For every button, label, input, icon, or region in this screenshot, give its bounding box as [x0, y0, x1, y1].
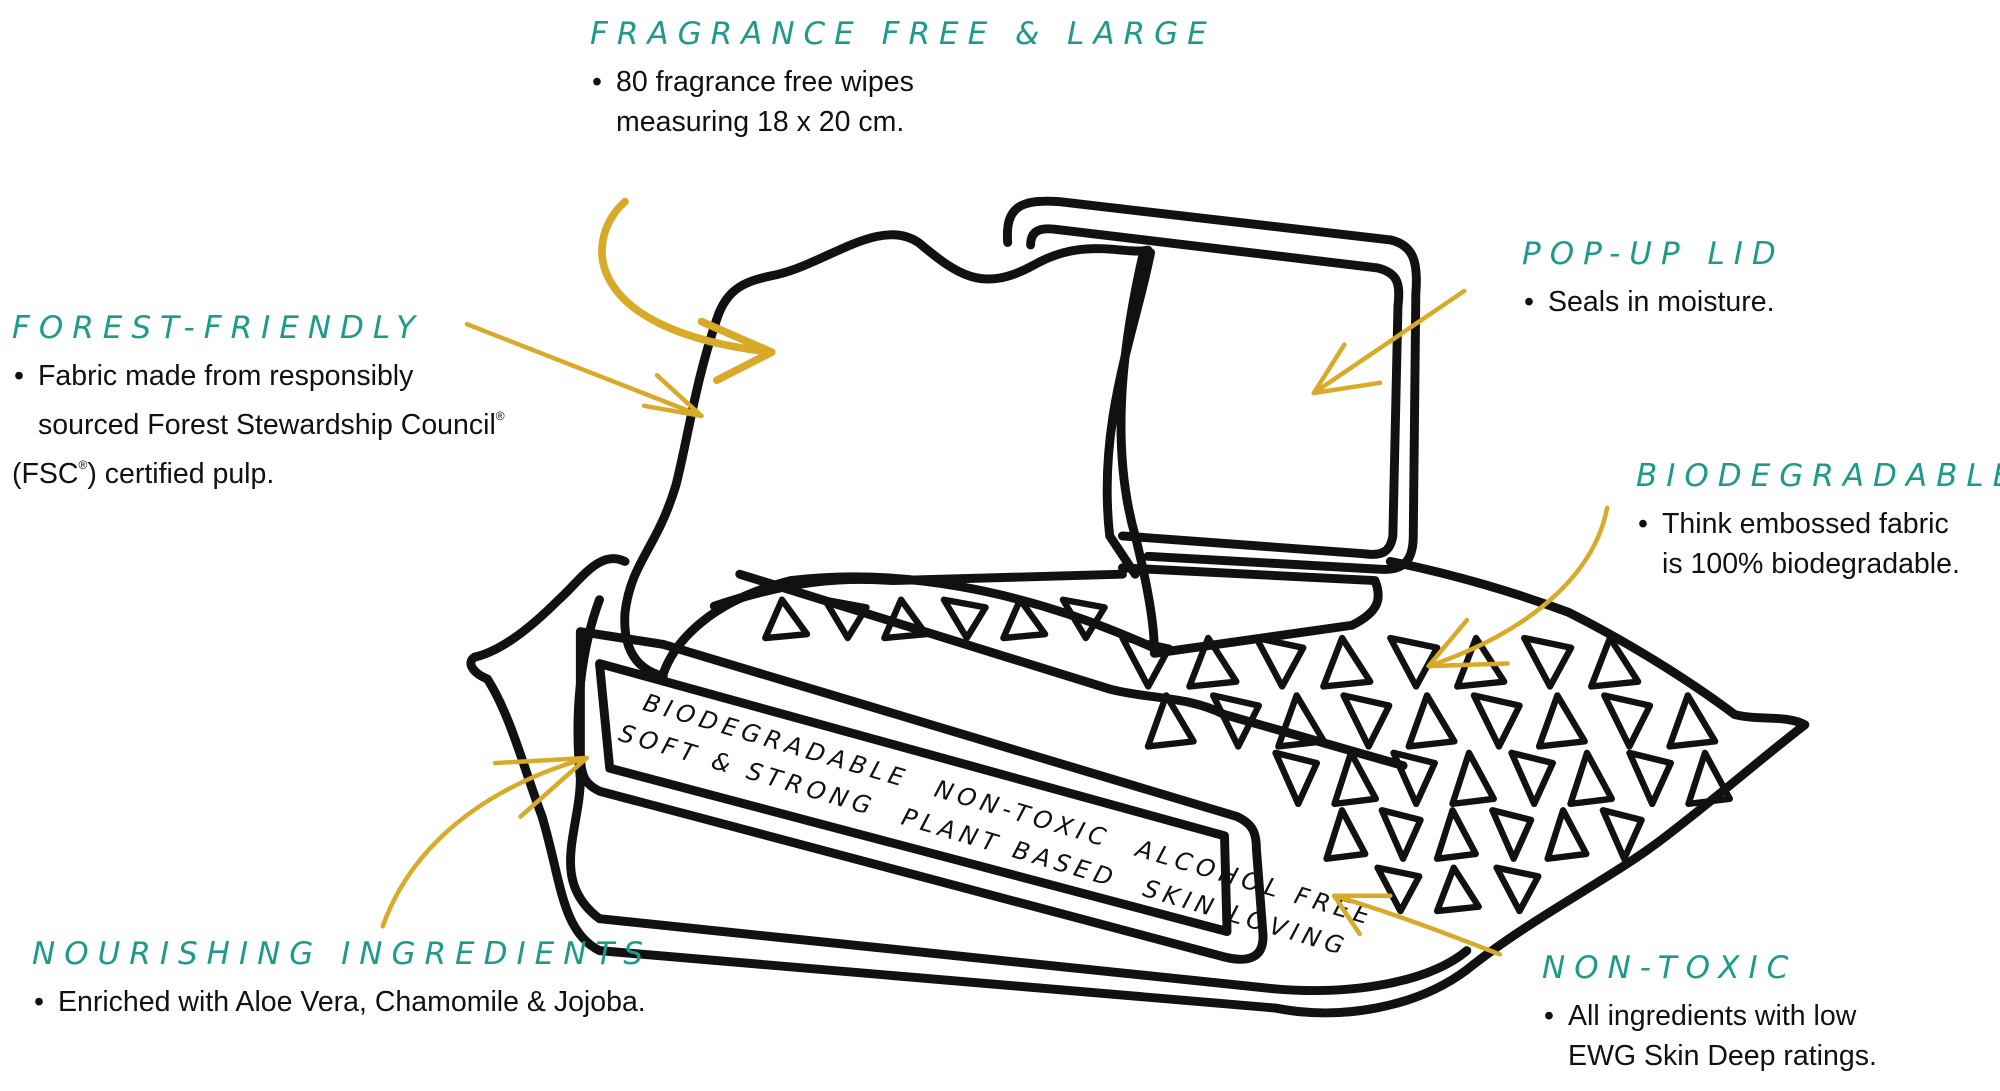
label-line-2: SOFT & STRONGPLANT BASEDSKIN LOVING — [616, 719, 1352, 962]
bullet-item: Fabric made from responsibly sourced Fore… — [12, 356, 505, 494]
emboss-triangle — [1685, 749, 1733, 808]
emboss-triangle — [1323, 807, 1369, 862]
bullet-line: Fabric made from responsibly — [38, 360, 414, 392]
emboss-triangle — [1433, 864, 1482, 915]
arrow-biodegradable — [1426, 505, 1610, 669]
emboss-triangle — [1331, 749, 1379, 808]
emboss-triangle — [1489, 807, 1535, 862]
label-panel-outer — [575, 627, 1268, 964]
emboss-triangle — [1588, 634, 1642, 690]
emboss-triangle — [1119, 634, 1173, 690]
bullet-item: All ingredients with low EWG Skin Deep r… — [1542, 996, 1877, 1076]
emboss-triangle — [1493, 864, 1542, 915]
callout-pop-up-lid: Pop-Up Lid Seals in moisture. — [1522, 236, 1785, 322]
lid-base — [1117, 563, 1383, 658]
callout-biodegradable: Biodegradable Think embossed fabric is 1… — [1636, 458, 2000, 584]
emboss-triangle — [821, 596, 870, 642]
emboss-triangle — [1405, 692, 1458, 750]
emboss-triangle — [1508, 749, 1556, 808]
emboss-triangle — [1275, 692, 1328, 750]
arrow-popup — [1311, 288, 1467, 396]
emboss-triangle — [1000, 596, 1049, 642]
emboss-triangle — [1626, 749, 1674, 808]
emboss-triangle — [1470, 692, 1523, 750]
heading-non-toxic: Non-Toxic — [1542, 950, 1798, 986]
heading-pop-up-lid: Pop-Up Lid — [1522, 236, 1785, 272]
emboss-triangle — [1272, 749, 1321, 808]
package-body-outline — [466, 554, 1810, 1018]
emboss-triangle — [1567, 749, 1615, 808]
heading-fragrance-free: Fragrance Free & Large — [590, 16, 1216, 52]
emboss-triangle — [1449, 749, 1497, 808]
bullet-list: Think embossed fabric is 100% biodegrada… — [1636, 504, 2000, 584]
emboss-triangle — [1340, 692, 1393, 750]
callout-fragrance-free: Fragrance Free & Large 80 fragrance free… — [590, 16, 1216, 142]
emboss-triangle — [1209, 692, 1262, 750]
wipe-sheet-right — [1116, 250, 1159, 656]
bullet-item: Seals in moisture. — [1522, 282, 1785, 322]
callout-non-toxic: Non-Toxic All ingredients with low EWG S… — [1542, 950, 1877, 1076]
emboss-triangle — [1433, 807, 1479, 862]
arrow-nourishing — [380, 755, 589, 929]
emboss-triangle — [1186, 634, 1240, 690]
emboss-triangle — [1378, 807, 1424, 862]
emboss-triangle — [1601, 692, 1654, 750]
emboss-triangle — [881, 596, 930, 642]
emboss-triangle — [1253, 634, 1307, 690]
emboss-triangle — [1320, 634, 1374, 690]
lid-inner-frame — [1026, 224, 1404, 559]
callout-forest-friendly: Forest-Friendly Fabric made from respons… — [12, 310, 505, 494]
callout-nourishing-ingredients: Nourishing Ingredients Enriched with Alo… — [32, 936, 652, 1022]
emboss-triangle — [1390, 749, 1438, 808]
emboss-triangle — [1374, 864, 1423, 915]
heading-nourishing-ingredients: Nourishing Ingredients — [32, 936, 653, 972]
bullet-line: sourced Forest Stewardship Council — [38, 409, 496, 441]
registered-mark: ® — [78, 458, 88, 472]
registered-mark: ® — [495, 409, 505, 423]
bullet-item: 80 fragrance free wipes measuring 18 x 2… — [590, 62, 1216, 142]
bullet-list: Seals in moisture. — [1522, 282, 1785, 322]
emboss-triangle — [1454, 634, 1508, 690]
arrow-nontoxic — [1331, 893, 1503, 957]
arrow-fragrance — [598, 197, 776, 385]
emboss-triangle — [1666, 692, 1719, 750]
bullet-item: Enriched with Aloe Vera, Chamomile & Joj… — [32, 982, 652, 1022]
emboss-triangle — [940, 596, 989, 642]
wipe-sheet — [620, 230, 1153, 681]
bullet-list: Fabric made from responsibly sourced Fore… — [12, 356, 505, 494]
bullet-list: All ingredients with low EWG Skin Deep r… — [1542, 996, 1877, 1076]
bullet-item: Think embossed fabric is 100% biodegrada… — [1636, 504, 2000, 584]
arrow-forest — [464, 321, 704, 419]
heading-forest-friendly: Forest-Friendly — [12, 310, 425, 346]
bullet-list: Enriched with Aloe Vera, Chamomile & Joj… — [32, 982, 652, 1022]
emboss-triangle — [1535, 692, 1588, 750]
emboss-triangle — [1544, 807, 1590, 862]
package-top-band — [709, 569, 1127, 611]
embossed-pattern — [762, 596, 1733, 915]
heading-biodegradable: Biodegradable — [1636, 458, 2000, 494]
label-panel-inner — [595, 659, 1232, 936]
emboss-triangle — [1599, 807, 1645, 862]
emboss-triangle — [1059, 596, 1108, 642]
bullet-line: ) certified pulp. — [87, 458, 275, 490]
emboss-triangle — [1144, 692, 1197, 750]
bullet-list: 80 fragrance free wipes measuring 18 x 2… — [590, 62, 1216, 142]
bullet-line: (FSC — [12, 458, 79, 490]
emboss-triangle — [762, 596, 811, 642]
emboss-triangle — [1521, 634, 1575, 690]
